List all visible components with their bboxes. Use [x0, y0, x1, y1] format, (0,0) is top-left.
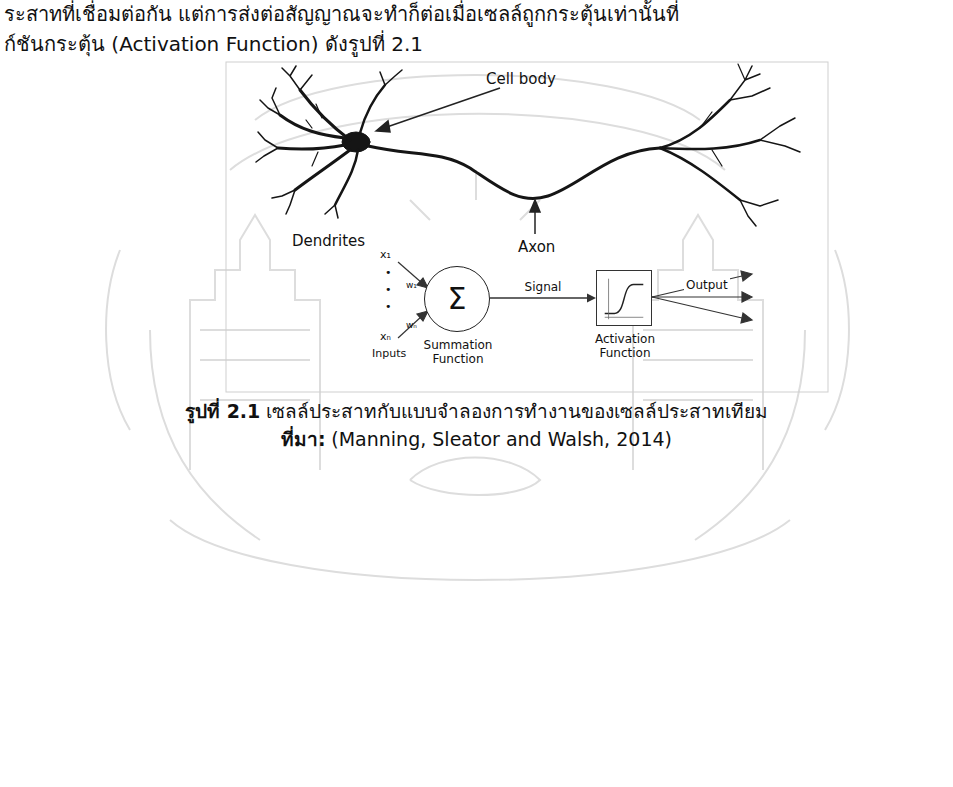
sum-symbol: Σ — [448, 284, 467, 314]
sigmoid-curve — [597, 271, 651, 325]
function-name: Activation Function — [585, 333, 665, 361]
weight-name: wₙ — [406, 320, 417, 331]
input-dot: • — [385, 283, 392, 296]
caption-line: ที่มา:(Manning, Sleator and Walsh, 2014) — [0, 428, 953, 452]
signal-label: Signal — [523, 280, 564, 294]
caption-prefix: ที่มา: — [281, 428, 326, 452]
input-dot: • — [385, 300, 392, 313]
body-text: ระสาทที่เชื่อมต่อกัน แต่การส่งต่อสัญญาณจ… — [4, 2, 679, 26]
input-dot: • — [385, 266, 392, 279]
activation-box: Activation Function — [596, 270, 652, 326]
input-name: xₙ — [380, 330, 391, 343]
caption-line: รูปที่ 2.1เซลล์ประสาทกับแบบจำลองการทำงาน… — [0, 400, 953, 424]
part-name: Axon — [518, 238, 555, 256]
weight-name: w₁ — [406, 280, 417, 291]
caption-prefix: รูปที่ 2.1 — [185, 400, 260, 424]
part-name: Inputs — [372, 347, 406, 360]
part-name: Dendrites — [292, 232, 365, 250]
caption-text: (Manning, Sleator and Walsh, 2014) — [331, 428, 672, 452]
caption-text: เซลล์ประสาทกับแบบจำลองการทำงานของเซลล์ปร… — [266, 400, 768, 424]
part-name: Cell body — [486, 70, 556, 88]
body-text: ก์ชันกระตุ้น (Activation Function) ดังรู… — [4, 32, 423, 56]
summation-circle: ΣSummation Function — [424, 266, 490, 332]
part-name: Output — [684, 278, 730, 292]
function-name: Summation Function — [418, 339, 498, 367]
signal-connector — [490, 294, 596, 303]
input-name: x₁ — [380, 248, 391, 261]
